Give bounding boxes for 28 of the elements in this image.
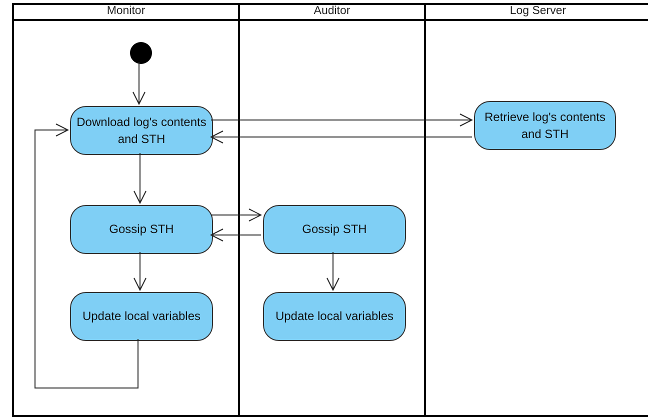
action-box: [70, 292, 213, 341]
lane-title: Auditor: [314, 6, 350, 18]
arrow: [210, 208, 262, 222]
action-text: Gossip STH: [302, 221, 367, 238]
arrow: [134, 152, 146, 204]
arrow: [34, 124, 138, 388]
arrow: [210, 228, 262, 242]
action-box: [263, 205, 406, 254]
action-box: [70, 106, 213, 155]
action-text: Download log's contents and STH: [76, 114, 208, 148]
start-node: [130, 42, 152, 64]
action-box: [70, 205, 213, 254]
swimlane: [424, 3, 648, 417]
arrow: [210, 130, 472, 144]
arrow: [210, 114, 472, 126]
action-text: Update local variables: [275, 308, 394, 325]
swimlane: [238, 3, 426, 417]
lane-title: Log Server: [510, 6, 566, 18]
action-text: Gossip STH: [109, 221, 174, 238]
arrow: [132, 62, 146, 104]
swimlane: [12, 3, 240, 417]
arrow: [134, 252, 146, 290]
lane-title: Monitor: [106, 6, 146, 18]
action-text: Update local variables: [82, 308, 201, 325]
arrow: [326, 252, 340, 290]
action-text: Retrieve log's contents and STH: [483, 108, 607, 142]
action-box: [474, 101, 616, 150]
action-box: [263, 292, 406, 341]
